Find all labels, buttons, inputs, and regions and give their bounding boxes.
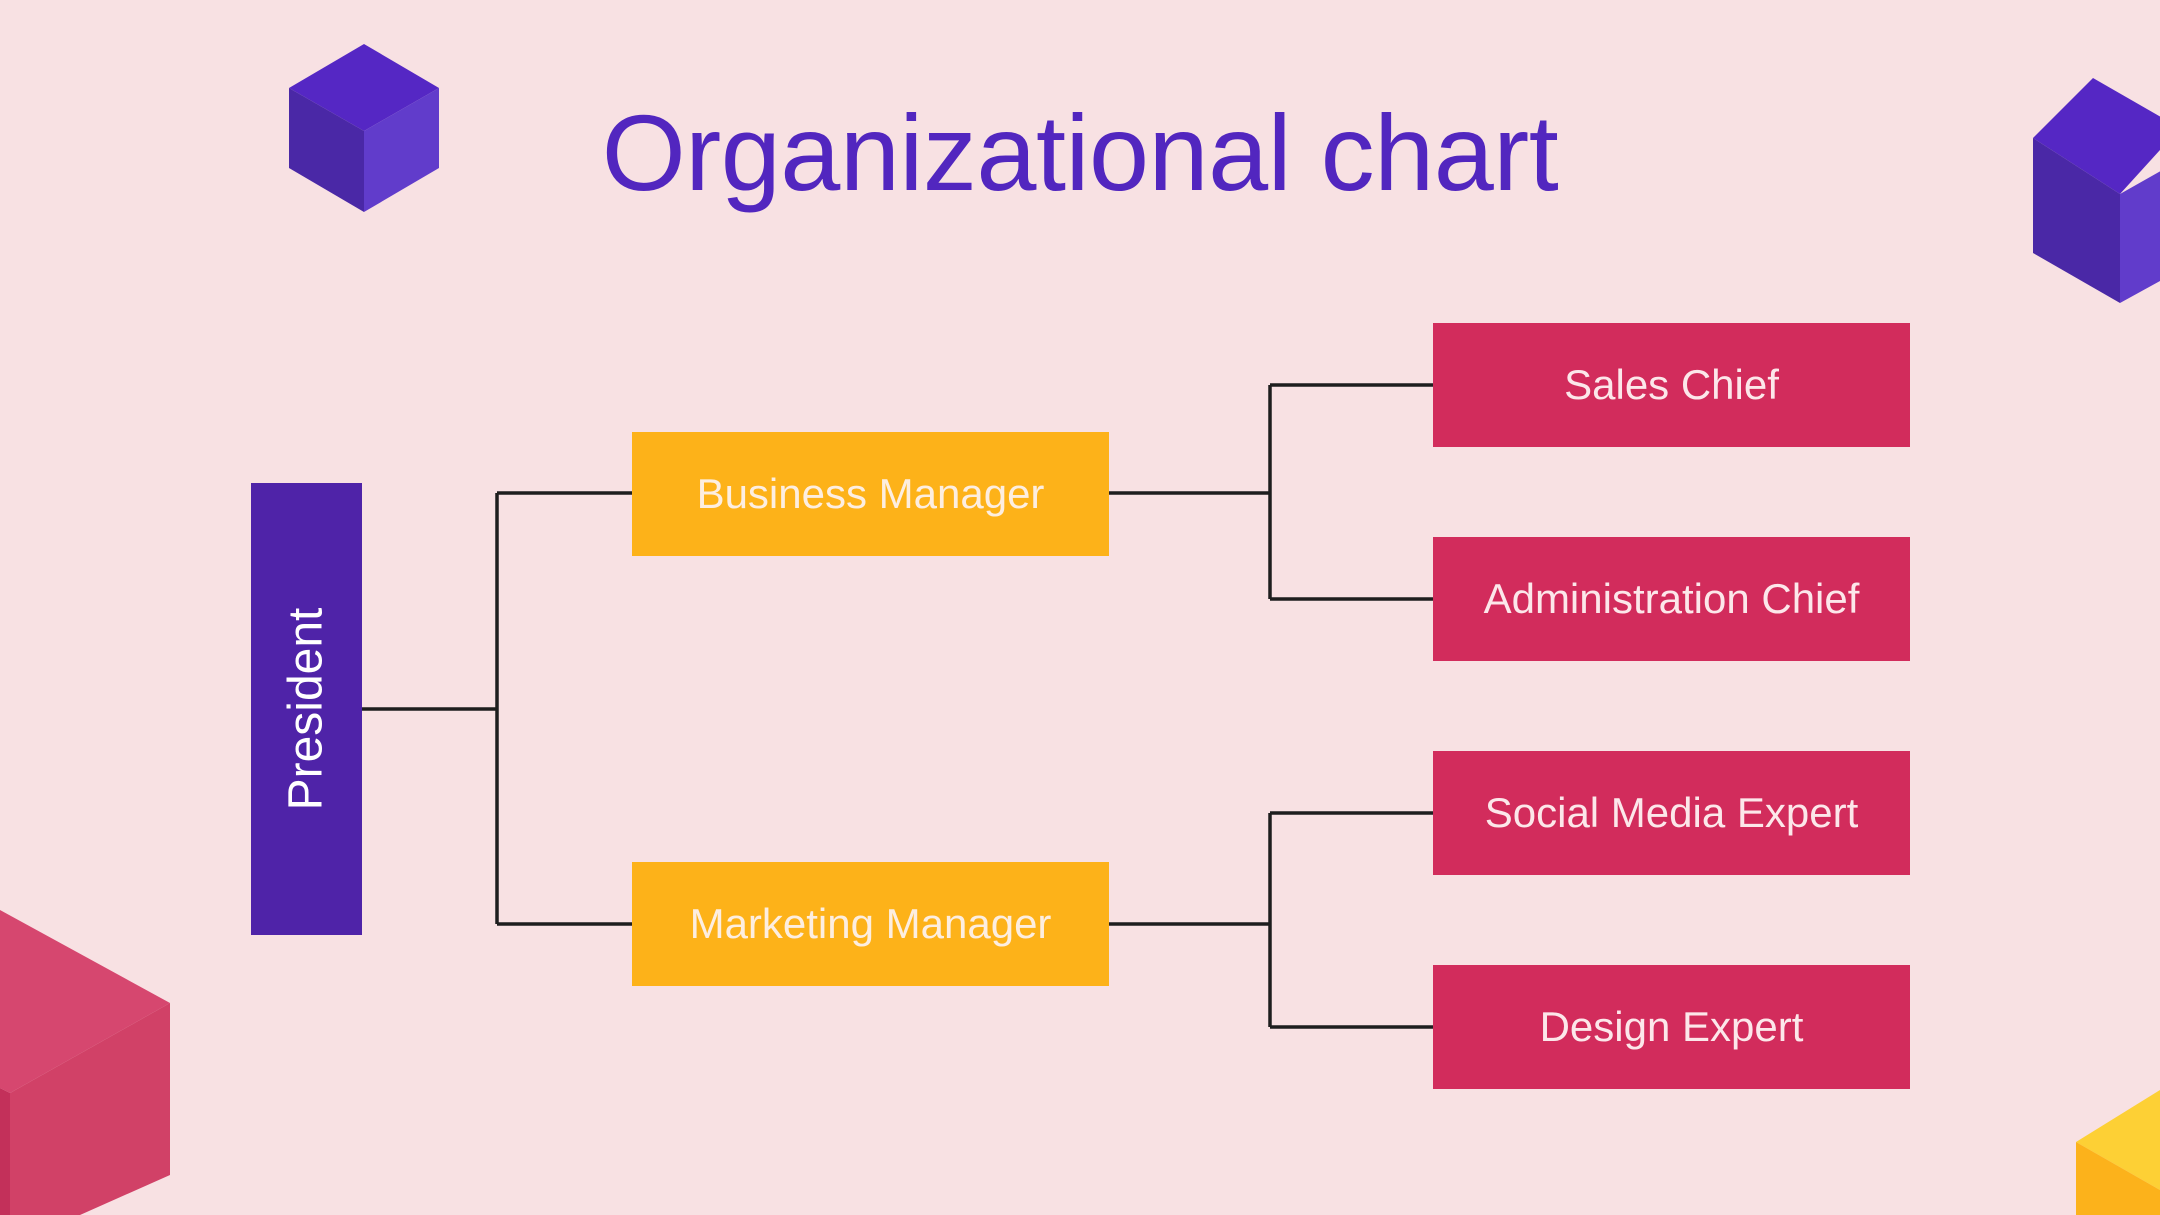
page-title: Organizational chart: [601, 92, 1559, 213]
administration-chief-node: Administration Chief: [1433, 537, 1910, 661]
president-label: President: [279, 607, 333, 811]
yellow-cube-icon: [2076, 1090, 2160, 1215]
marketing-manager-node: Marketing Manager: [632, 862, 1109, 986]
purple-cube-icon: [2033, 78, 2160, 303]
president-node: President: [251, 483, 362, 935]
pink-cube-icon: [0, 910, 170, 1215]
sales-chief-node: Sales Chief: [1433, 323, 1910, 447]
social-media-expert-node: Social Media Expert: [1433, 751, 1910, 875]
business-manager-node: Business Manager: [632, 432, 1109, 556]
design-expert-node: Design Expert: [1433, 965, 1910, 1089]
purple-cube-icon: [289, 44, 439, 212]
